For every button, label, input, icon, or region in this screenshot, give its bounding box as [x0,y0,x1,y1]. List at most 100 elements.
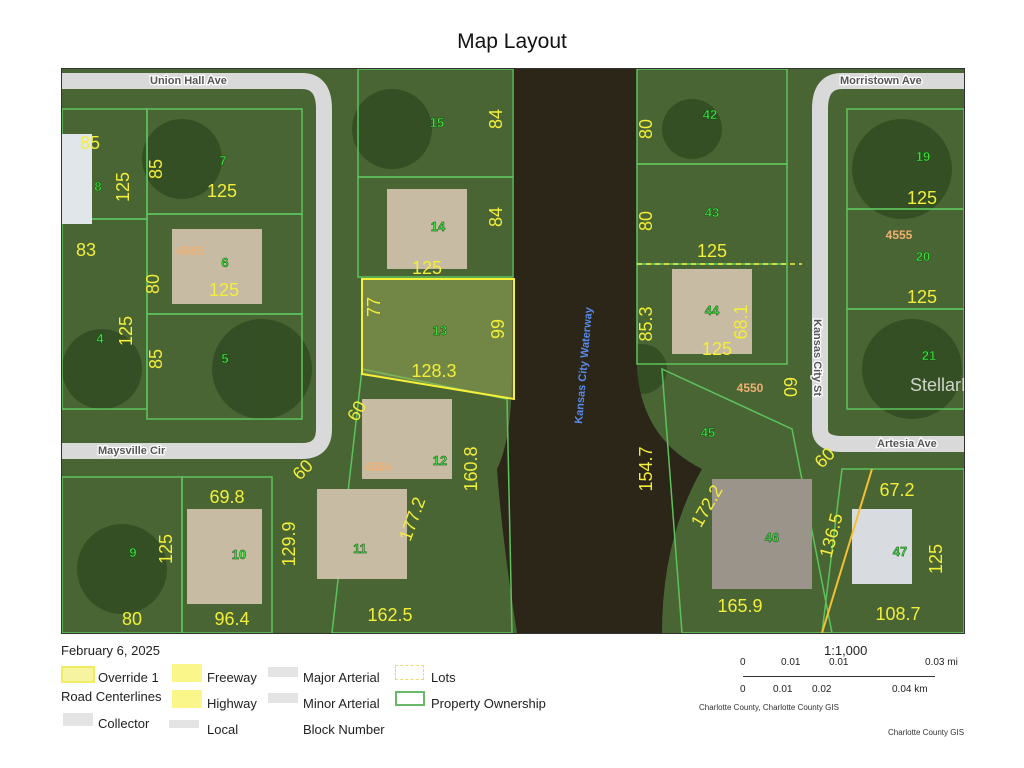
collector-swatch [63,713,93,726]
parcel-dimension: 99 [488,319,508,339]
lot-number: 15 [430,115,444,130]
parcel-dimension: 84 [486,207,506,227]
lot-number: 42 [703,107,717,122]
legend-label: Lots [431,670,456,685]
parcel-dimension: 60 [780,377,800,397]
parcel-dimension: 165.9 [717,596,762,616]
lot-number: 4 [96,331,104,346]
parcel-dimension: 160.8 [461,446,481,491]
watermark: StellarMLS [910,375,965,395]
local-swatch [169,720,199,728]
parcel-dimension: 128.3 [411,361,456,381]
legend-label: Local [207,722,239,737]
lot-number: 7 [219,153,226,168]
property-ownership-swatch [395,691,425,706]
parcel-dimension: 80 [636,119,656,139]
lots-swatch [395,665,424,680]
lot-number: 47 [893,544,907,559]
parcel-dimension: 80 [636,211,656,231]
lot-number: 11 [353,541,367,556]
parcel-dimension: 69.8 [209,487,244,507]
road-label: Artesia Ave [877,438,937,450]
parcel-dimension: 80 [143,274,163,294]
parcel-dimension: 125 [156,534,176,564]
road-label: Morristown Ave [840,75,922,87]
block-number: 4564 [365,460,392,474]
freeway-swatch [172,664,202,682]
scale-tick: 0.04 km [892,684,928,695]
lot-number: 8 [94,179,101,194]
lot-number: 6 [221,255,228,270]
scale-tick: 0.01 [829,657,849,668]
road-label: Kansas City St [811,319,823,396]
scale-tick: 0.03 mi [925,657,958,668]
parcels [62,69,964,633]
parcel-dimension: 85 [146,349,166,369]
parcel-dimension: 83 [76,240,96,260]
lot-number: 19 [916,149,930,164]
houses [62,134,912,604]
legend-label: Highway [207,696,257,711]
lot-number: 9 [129,545,136,560]
minor-arterial-swatch [268,693,298,703]
parcel-dimension: 125 [209,280,239,300]
lot-number: 45 [701,425,715,440]
lot-number: 21 [922,348,936,363]
scale-tick: 0 [740,657,746,668]
parcel-dimension: 125 [907,287,937,307]
parcel-dimension: 85 [146,159,166,179]
legend-label: Freeway [207,670,257,685]
roads [62,73,964,459]
legend-label: Override 1 [98,670,159,685]
parcel-dimension: 125 [926,544,946,574]
parcel-dimension: 125 [113,172,133,202]
canal [497,69,702,633]
block-number: 4565 [177,244,204,258]
parcel-dimension: 108.7 [875,604,920,624]
parcel-dimension: 85 [80,133,100,153]
date-label: February 6, 2025 [61,643,161,658]
scale-line [743,676,935,677]
road-label: Maysville Cir [98,445,166,457]
legend-label: Major Arterial [303,670,380,685]
block-number: 4555 [886,228,913,242]
parcel-dimension: 125 [697,241,727,261]
legend-label: Minor Arterial [303,696,380,711]
parcel-dimension: 96.4 [214,609,249,629]
parcel-dimension: 125 [907,188,937,208]
parcel-dimension: 68.1 [731,304,751,339]
map-title: Map Layout [457,30,567,53]
lot-number: 44 [705,303,720,318]
parcel-dimension: 125 [116,316,136,346]
map-view[interactable]: Union Hall Ave Morristown Ave Maysville … [61,68,965,634]
parcel-dimension: 125 [702,339,732,359]
override-swatch [61,666,95,683]
legend-label: Property Ownership [431,696,546,711]
selected-parcel-13[interactable] [361,278,515,401]
lot-number: 13 [433,323,447,338]
parcel-dimension: 80 [122,609,142,629]
lot-line [821,468,873,633]
legend-label: Road Centerlines [61,689,162,704]
scale-tick: 0.01 [781,657,801,668]
parcel-dimension: 162.5 [367,605,412,625]
legend-label: Collector [98,716,150,731]
parcel-dimension: 85.3 [636,306,656,341]
road-label: Union Hall Ave [150,75,227,87]
parcel-dimension: 67.2 [879,480,914,500]
lot-number: 14 [431,219,446,234]
highway-swatch [172,690,202,708]
lot-number: 12 [433,453,447,468]
parcel-dimension: 125 [207,181,237,201]
parcel-dimension: 77 [364,297,384,317]
parcel-dimension: 154.7 [636,446,656,491]
lot-number: 43 [705,205,719,220]
attribution: Charlotte County, Charlotte County GIS [699,703,839,712]
lot-number: 10 [232,547,246,562]
parcel-dimension: 84 [486,109,506,129]
scale-tick: 0.02 [812,684,832,695]
lot-number: 5 [221,351,228,366]
scale-ratio: 1:1,000 [824,643,868,658]
parcel-dimension: 125 [412,258,442,278]
scale-tick: 0 [740,684,746,695]
